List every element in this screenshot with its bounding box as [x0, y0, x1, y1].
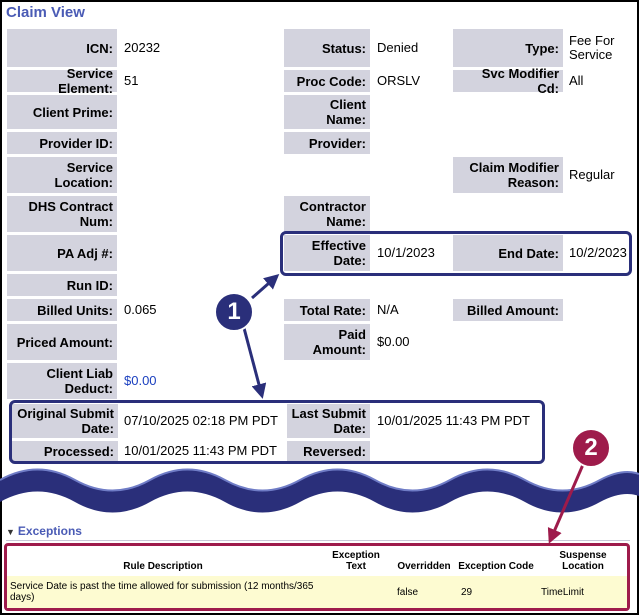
cell-overridden: false [397, 586, 419, 598]
claim-modifier-reason-value: Regular [569, 167, 615, 182]
total-rate-value: N/A [377, 302, 399, 317]
billed-units-label: Billed Units: [7, 299, 117, 321]
table-row[interactable] [7, 576, 627, 608]
dhs-contract-num-label: DHS Contract Num: [7, 196, 117, 232]
column-header-overridden[interactable]: Overridden [397, 561, 451, 572]
status-label: Status: [284, 29, 370, 67]
cell-suspense-location: TimeLimit [541, 586, 584, 598]
callout-badge-2: 2 [571, 428, 611, 468]
proc-code-label: Proc Code: [284, 70, 370, 92]
type-label: Type: [453, 29, 563, 67]
provider-id-label: Provider ID: [7, 132, 117, 154]
svc-modifier-label: Svc Modifier Cd: [453, 66, 563, 96]
client-name-label: Client Name: [284, 95, 370, 129]
caret-down-icon: ▼ [6, 527, 15, 537]
wave-band [0, 469, 639, 513]
original-submit-value: 07/10/2025 02:18 PM PDT [124, 413, 278, 428]
pa-adj-label: PA Adj #: [7, 235, 117, 271]
svc-modifier-value: All [569, 73, 584, 88]
callout-box-submit [9, 400, 545, 464]
client-liab-label: Client Liab Deduct: [7, 363, 117, 399]
proc-code-value: ORSLV [377, 73, 421, 88]
page-title: Claim View [6, 4, 85, 21]
billed-amount-label: Billed Amount: [453, 299, 563, 321]
icn-label: ICN: [7, 29, 117, 67]
cell-exception-code: 29 [461, 586, 473, 598]
original-submit-label: Original Submit Date: [12, 404, 118, 438]
last-submit-value: 10/01/2025 11:43 PM PDT [377, 413, 530, 428]
exceptions-divider [6, 540, 630, 541]
paid-amount-label: Paid Amount: [284, 324, 370, 360]
effective-date-label: Effective Date: [284, 235, 370, 271]
icn-value: 20232 [124, 40, 161, 55]
processed-value: 10/01/2025 11:43 PM PDT [124, 443, 277, 458]
type-value: Fee For Service [569, 33, 615, 62]
column-header-suspense-location[interactable]: Suspense Location [559, 550, 607, 572]
column-header-exception-text[interactable]: Exception Text [332, 550, 380, 572]
contractor-name-label: Contractor Name: [284, 196, 370, 232]
reversed-label: Reversed: [287, 441, 370, 461]
end-date-value: 10/2/2023 [569, 245, 627, 260]
cell-exception-text [322, 576, 390, 608]
priced-amount-label: Priced Amount: [7, 324, 117, 360]
service-location-label: Service Location: [7, 157, 117, 193]
column-header-rule-description[interactable]: Rule Description [123, 561, 203, 572]
last-submit-label: Last Submit Date: [287, 404, 370, 438]
billed-units-value: 0.065 [124, 302, 157, 317]
client-liab-value[interactable]: $0.00 [124, 373, 157, 388]
callout-box-exceptions [4, 543, 630, 611]
paid-amount-value: $0.00 [377, 334, 410, 349]
provider-label: Provider: [284, 132, 370, 154]
processed-label: Processed: [12, 441, 118, 461]
callout-badge-1: 1 [214, 292, 254, 332]
exceptions-heading-label: Exceptions [17, 524, 82, 538]
status-value: Denied [377, 40, 419, 55]
cell-rule-description: Service Date is past the time allowed fo… [10, 581, 314, 603]
client-prime-label: Client Prime: [7, 95, 117, 129]
effective-date-value: 10/1/2023 [377, 245, 435, 260]
service-element-value: 51 [124, 73, 139, 88]
wave-separator [0, 468, 639, 513]
run-id-label: Run ID: [7, 274, 117, 296]
exceptions-heading[interactable]: ▼Exceptions [6, 524, 82, 538]
total-rate-label: Total Rate: [284, 299, 370, 321]
claim-modifier-reason-label: Claim Modifier Reason: [453, 157, 563, 193]
column-header-exception-code[interactable]: Exception Code [458, 561, 534, 572]
callout-box-dates [280, 231, 632, 276]
end-date-label: End Date: [453, 235, 563, 271]
service-element-label: Service Element: [7, 66, 117, 96]
